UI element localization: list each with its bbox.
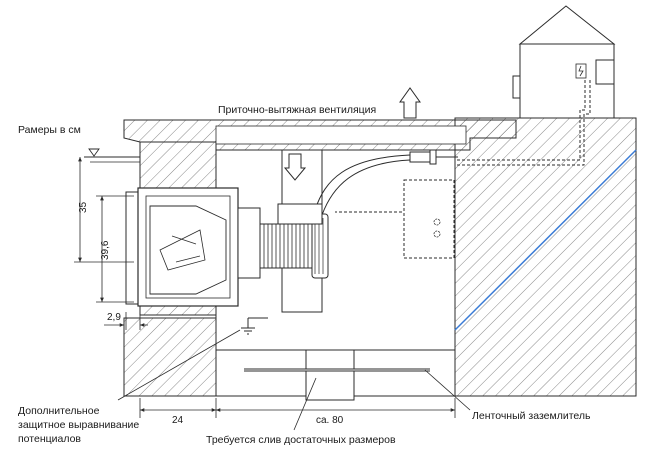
cabinet-device (595, 59, 615, 85)
dim-2-9: 2,9 (107, 312, 121, 323)
drain-pipe (305, 349, 355, 401)
hatch-sensor (403, 179, 455, 259)
water-level (84, 148, 140, 163)
air-flow-arrows (283, 87, 421, 181)
ventilation-pipe (314, 149, 458, 216)
equipotential-ground (241, 317, 268, 335)
control-cabinet (512, 5, 616, 119)
motor-fins (263, 224, 309, 268)
mount-flange (125, 191, 139, 305)
dimension-lines (74, 157, 456, 418)
units-note: Рамеры в см (18, 124, 81, 136)
label-earth: Ленточный заземлитель (472, 410, 591, 422)
water-level-icon (88, 148, 100, 157)
dim-24: 24 (172, 415, 184, 426)
blue-line (454, 149, 637, 331)
dim-39-6: 39,6 (100, 240, 111, 260)
terminal-box (277, 203, 323, 225)
pump-assembly (125, 187, 329, 307)
lightning-icon (578, 65, 584, 77)
cabinet-handle (512, 75, 521, 99)
arrow-down-icon (283, 153, 307, 181)
cabinet-roof (518, 5, 616, 45)
leader-lines (117, 329, 471, 431)
sensor-box (403, 179, 455, 259)
label-potential-line3: потенциалов (18, 433, 81, 445)
motor-adapter (237, 207, 261, 279)
cover-opening (215, 125, 467, 145)
label-potential-line2: защитное выравнивание (18, 419, 139, 431)
ventilation-label: Приточно-вытяжная вентиляция (218, 104, 376, 116)
arrow-up-icon (399, 87, 421, 119)
label-potential-line1: Дополнительное (18, 405, 100, 417)
dim-35: 35 (78, 201, 89, 213)
label-drain: Требуется слив достаточных размеров (206, 434, 396, 446)
dim-80: ca. 80 (316, 415, 344, 426)
motor-body (259, 223, 319, 269)
